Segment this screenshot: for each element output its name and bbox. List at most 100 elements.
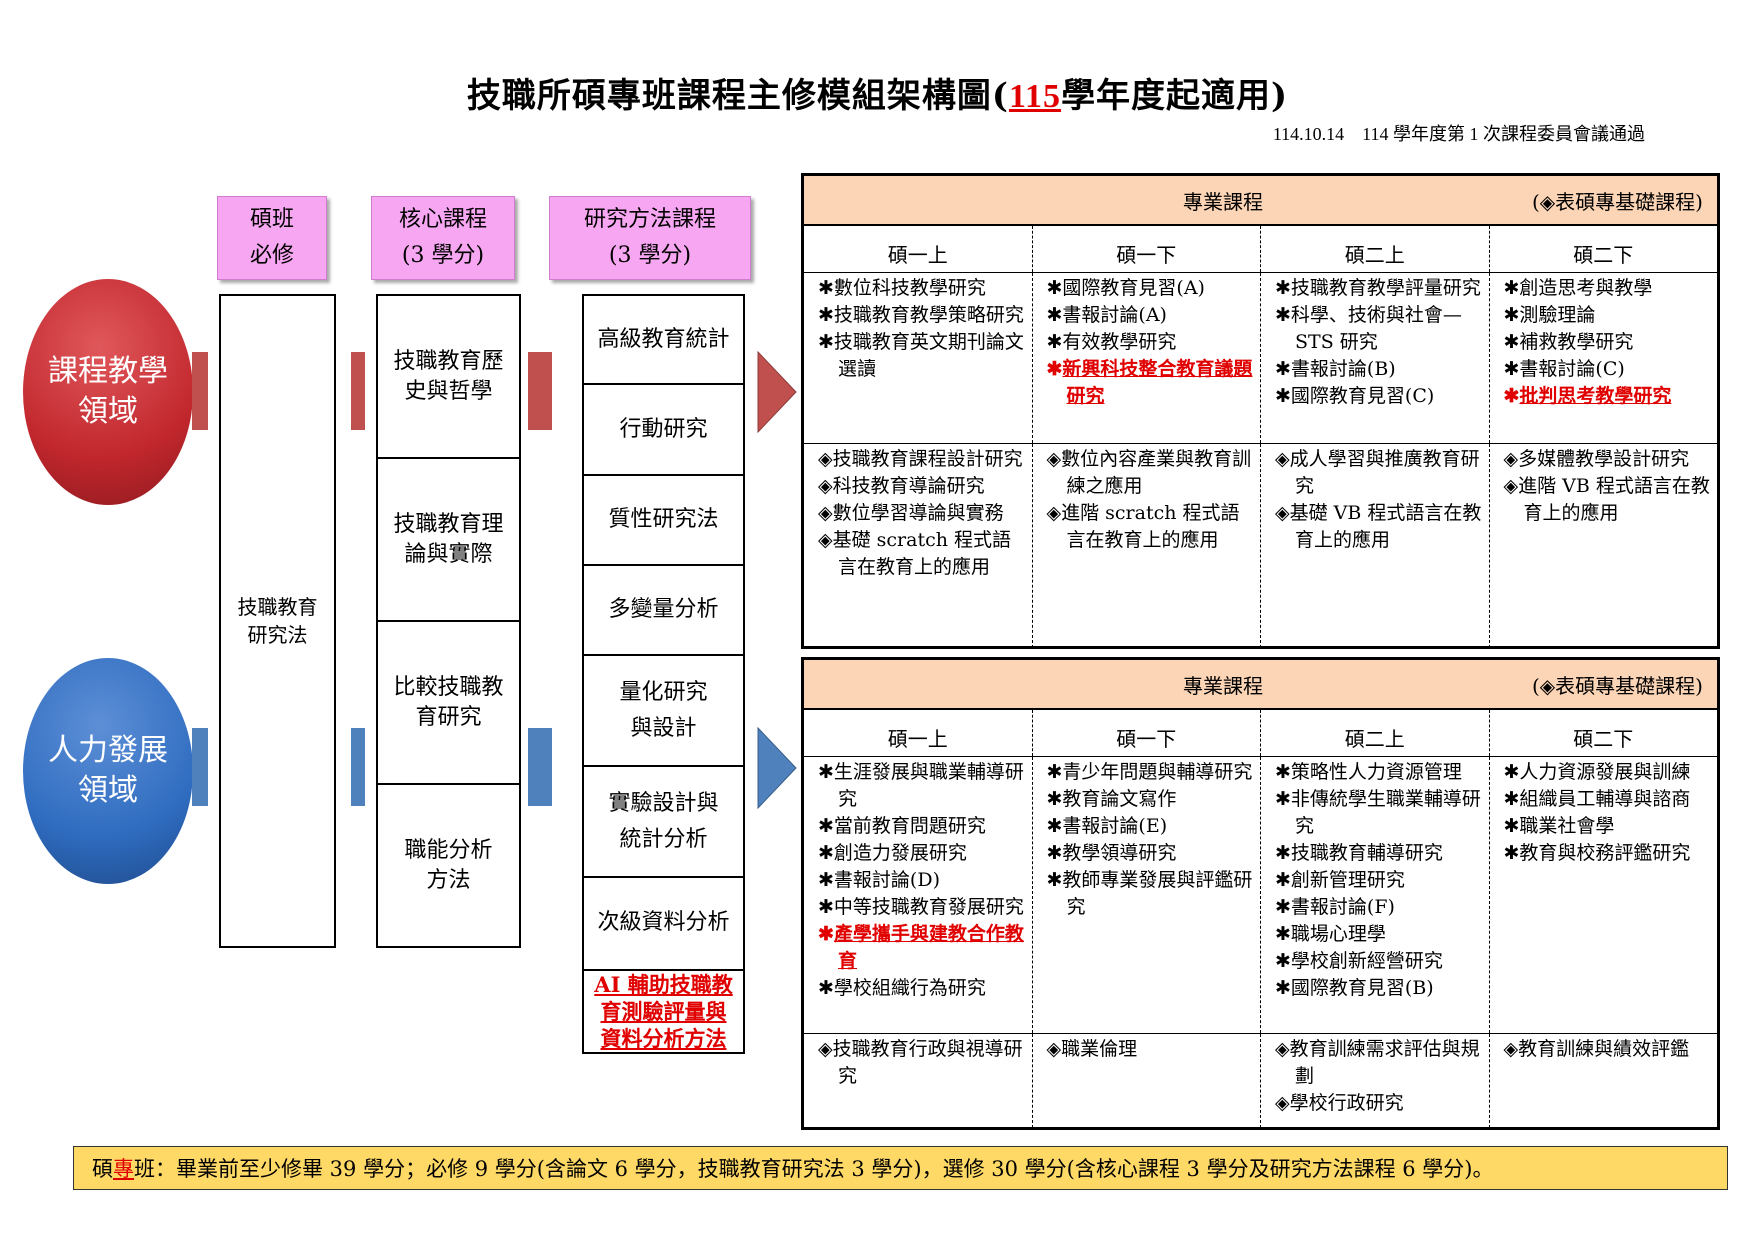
footer-red: 專 (113, 1157, 134, 1181)
star-icon: ✱ (1503, 358, 1520, 380)
star-icon: ✱ (818, 331, 834, 353)
required-header-line1: 碩班 (249, 207, 294, 232)
course-connector-3 (528, 352, 552, 430)
grid-header-note: (◈表碩專基礎課程) (1532, 189, 1703, 214)
course-item: ✱國際教育見習(A) (1047, 275, 1257, 302)
course-item: ✱學校組織行為研究 (818, 975, 1028, 1002)
course-name: 技職教育英文期刊論文選讀 (833, 331, 1024, 380)
basic-course-row: ◈技職教育課程設計研究◈科技教育導論研究◈數位學習導論與實務◈基礎 scratc… (804, 444, 1717, 648)
hr-domain-circle: 人力發展領域 (23, 658, 193, 884)
course-name: 書報討論(A) (1062, 304, 1167, 326)
footer-note: 碩專班：畢業前至少修畢 39 學分；必修 9 學分(含論文 6 學分，技職教育研… (73, 1146, 1728, 1190)
course-item: ◈教育訓練與績效評鑑 (1504, 1036, 1714, 1063)
star-icon: ✱ (1046, 869, 1063, 891)
course-item: ✱技職教育教學策略研究 (818, 302, 1028, 329)
method-course-cell: 高級教育統計 (584, 296, 743, 386)
grid-header-note: (◈表碩專基礎課程) (1532, 673, 1703, 698)
method-course-cell: 次級資料分析 (584, 878, 743, 971)
semester-label: 碩二上 (1261, 710, 1490, 756)
star-icon: ✱ (1275, 304, 1291, 326)
method-courses-box: 高級教育統計 行動研究 質性研究法 多變量分析 量化研究與設計 實驗設計與統計分… (582, 294, 745, 1054)
required-header: 碩班 必修 (217, 196, 327, 280)
semester-course-column: ✱策略性人力資源管理✱非傳統學生職業輔導研究✱技職教育輔導研究✱創新管理研究✱書… (1261, 757, 1490, 1033)
course-item: ◈數位內容產業與教育訓練之應用 (1047, 446, 1257, 500)
method-course-cell: AI 輔助技職教育測驗評量與資料分析方法 (584, 971, 743, 1052)
method-course-cell: 多變量分析 (584, 566, 743, 657)
method-course-cell: 行動研究 (584, 385, 743, 477)
semester-label: 碩一下 (1033, 226, 1261, 272)
course-item: ✱書報討論(F) (1275, 894, 1485, 921)
course-item: ✱書報討論(E) (1047, 813, 1257, 840)
basic-course-row: ◈技職教育行政與視導研究◈職業倫理◈教育訓練需求評估與規劃◈學校行政研究◈教育訓… (804, 1034, 1717, 1128)
course-item: ✱生涯發展與職業輔導研究 (818, 759, 1028, 813)
course-item: ✱學校創新經營研究 (1275, 948, 1485, 975)
star-icon: ✱ (818, 277, 834, 299)
course-name: 基礎 scratch 程式語言在教育上的應用 (832, 529, 1012, 578)
course-item: ✱書報討論(D) (818, 867, 1028, 894)
course-name: 技職教育教學評量研究 (1290, 277, 1481, 299)
course-name: 技職教育教學策略研究 (833, 304, 1024, 326)
hr-arrow-icon (757, 726, 797, 810)
course-item: ◈技職教育行政與視導研究 (818, 1036, 1028, 1090)
diamond-icon: ◈ (1503, 1038, 1519, 1060)
required-course-box: 技職教育研究法 (219, 294, 336, 948)
core-courses-box: 技職教育歷史與哲學 技職教育理論與實際 比較技職教育研究 職能分析方法 (376, 294, 521, 948)
core-course-1: 技職教育歷史與哲學 (393, 348, 504, 404)
semester-course-column: ◈職業倫理 (1033, 1034, 1261, 1128)
core-header-line1: 核心課程 (398, 207, 487, 232)
method-course-new: AI 輔助技職教育測驗評量與資料分析方法 (594, 971, 733, 1051)
course-name: 書報討論(D) (833, 869, 940, 891)
star-icon: ✱ (1503, 842, 1520, 864)
semester-course-column: ✱人力資源發展與訓練✱組織員工輔導與諮商✱職業社會學✱教育與校務評鑑研究 (1490, 757, 1718, 1033)
star-icon: ✱ (1503, 761, 1520, 783)
course-name: 書報討論(E) (1062, 815, 1168, 837)
hr-connector-1 (192, 728, 208, 806)
course-name: 職業社會學 (1519, 815, 1615, 837)
course-item: ✱科學、技術與社會—STS 研究 (1275, 302, 1485, 356)
course-name: 進階 VB 程式語言在教育上的應用 (1518, 475, 1710, 524)
course-item: ✱書報討論(A) (1047, 302, 1257, 329)
course-name: 數位內容產業與教育訓練之應用 (1061, 448, 1252, 497)
course-name: 創新管理研究 (1290, 869, 1405, 891)
semester-course-column: ✱創造思考與教學✱測驗理論✱補救教學研究✱書報討論(C)✱批判思考教學研究 (1490, 273, 1718, 443)
course-item: ◈基礎 VB 程式語言在教育上的應用 (1275, 500, 1485, 554)
semester-course-column: ◈教育訓練與績效評鑑 (1490, 1034, 1718, 1128)
semester-course-column: ◈多媒體教學設計研究◈進階 VB 程式語言在教育上的應用 (1490, 444, 1718, 648)
course-name: 人力資源發展與訓練 (1519, 761, 1691, 783)
diamond-icon: ◈ (1503, 475, 1519, 497)
semester-course-column: ✱生涯發展與職業輔導研究✱當前教育問題研究✱創造力發展研究✱書報討論(D)✱中等… (804, 757, 1033, 1033)
course-item: ✱策略性人力資源管理 (1275, 759, 1485, 786)
diamond-icon: ◈ (818, 502, 833, 524)
course-item: ◈科技教育導論研究 (818, 473, 1028, 500)
course-name: 青少年問題與輔導研究 (1062, 761, 1253, 783)
star-icon: ✱ (1046, 358, 1063, 380)
required-header-line2: 必修 (249, 243, 294, 268)
course-name: 國際教育見習(B) (1290, 977, 1434, 999)
course-item: ✱創造力發展研究 (818, 840, 1028, 867)
course-name: 當前教育問題研究 (833, 815, 986, 837)
method-header: 研究方法課程 (3 學分) (549, 196, 751, 280)
approval-note: 114.10.14 114 學年度第 1 次課程委員會議通過 (1272, 124, 1645, 144)
method-header-line2: (3 學分) (608, 243, 692, 268)
course-name: 非傳統學生職業輔導研究 (1290, 788, 1481, 837)
method-course-cell: 質性研究法 (584, 476, 743, 567)
method-course-7: 次級資料分析 (597, 910, 730, 936)
semester-course-column: ◈教育訓練需求評估與規劃◈學校行政研究 (1261, 1034, 1490, 1128)
course-name: 中等技職教育發展研究 (833, 896, 1024, 918)
hr-domain-label: 人力發展領域 (48, 733, 168, 808)
course-name: 職業倫理 (1061, 1038, 1138, 1060)
star-icon: ✱ (818, 304, 834, 326)
course-name: 學校組織行為研究 (833, 977, 986, 999)
grid-header-title: 專業課程 (1183, 673, 1263, 698)
star-icon: ✱ (1503, 277, 1520, 299)
course-item: ✱教育與校務評鑑研究 (1504, 840, 1714, 867)
semester-label: 碩一下 (1033, 710, 1261, 756)
course-item: ✱職業社會學 (1504, 813, 1714, 840)
semester-course-column: ◈數位內容產業與教育訓練之應用◈進階 scratch 程式語言在教育上的應用 (1033, 444, 1261, 648)
diamond-icon: ◈ (1275, 502, 1290, 524)
star-icon: ✱ (1275, 761, 1291, 783)
core-course-2: 技職教育理論與實際 (393, 511, 504, 567)
course-item: ◈職業倫理 (1047, 1036, 1257, 1063)
hr-connector-2 (351, 728, 365, 806)
core-course-cell: 比較技職教育研究 (378, 622, 519, 785)
